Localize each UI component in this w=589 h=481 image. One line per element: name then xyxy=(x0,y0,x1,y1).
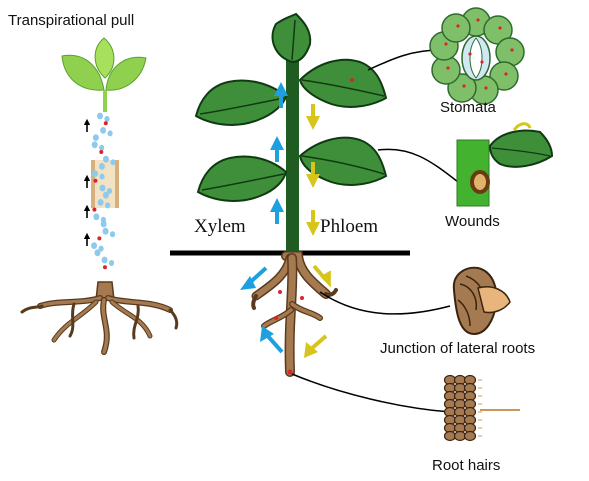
wounds-label: Wounds xyxy=(445,213,500,230)
water-drop xyxy=(97,113,103,120)
leaf-left-upper xyxy=(196,81,286,125)
leaf-right-upper xyxy=(300,60,386,107)
stomata-label: Stomata xyxy=(440,99,496,116)
solute-dot xyxy=(104,121,108,125)
water-drop xyxy=(93,213,99,220)
root-hairs-icon xyxy=(445,376,521,441)
root-cell xyxy=(455,432,466,441)
water-drop xyxy=(99,163,105,170)
phloem-label: Phloem xyxy=(320,216,378,238)
epidermal-cell xyxy=(442,14,470,42)
water-drop xyxy=(103,192,109,199)
water-drop xyxy=(93,134,99,141)
stomata-icon xyxy=(430,8,524,104)
leaf-left-lower xyxy=(198,157,286,201)
solute-dot xyxy=(92,208,96,212)
solute-dot xyxy=(99,150,103,154)
root-cell xyxy=(445,432,456,441)
main-roots xyxy=(253,256,336,375)
root-hairs-label: Root hairs xyxy=(432,457,500,474)
wound-icon xyxy=(457,124,552,206)
water-drop xyxy=(101,221,107,228)
water-drop xyxy=(100,127,106,134)
junction-lateral-roots-label: Junction of lateral roots xyxy=(380,340,535,357)
water-drop xyxy=(109,260,114,266)
water-drop xyxy=(100,185,106,192)
transpirational-pull-title: Transpirational pull xyxy=(8,12,134,29)
solute-dot xyxy=(103,265,107,269)
solute-dot xyxy=(97,236,101,240)
plant-stem xyxy=(286,40,299,255)
water-drop xyxy=(98,199,104,206)
solute-dot xyxy=(93,179,97,183)
water-drop xyxy=(92,170,98,177)
lateral-root-icon xyxy=(454,268,510,334)
water-drop xyxy=(99,145,104,151)
seedling-stem-section xyxy=(91,160,119,208)
seedling-illustration xyxy=(22,38,177,352)
root-cell xyxy=(465,432,476,441)
water-drop xyxy=(94,249,100,256)
water-drop xyxy=(105,202,110,208)
water-drop xyxy=(104,116,109,122)
water-drop xyxy=(99,174,104,180)
water-drop xyxy=(103,228,109,235)
xylem-label: Xylem xyxy=(194,216,246,238)
water-drop xyxy=(107,130,112,136)
seedling-roots xyxy=(22,282,177,352)
leaf-top xyxy=(273,14,311,62)
water-drop xyxy=(102,257,108,264)
water-drop xyxy=(110,231,115,237)
water-drop xyxy=(92,141,98,148)
water-drop xyxy=(103,156,109,163)
water-drop xyxy=(110,159,115,165)
water-drop xyxy=(91,242,97,249)
